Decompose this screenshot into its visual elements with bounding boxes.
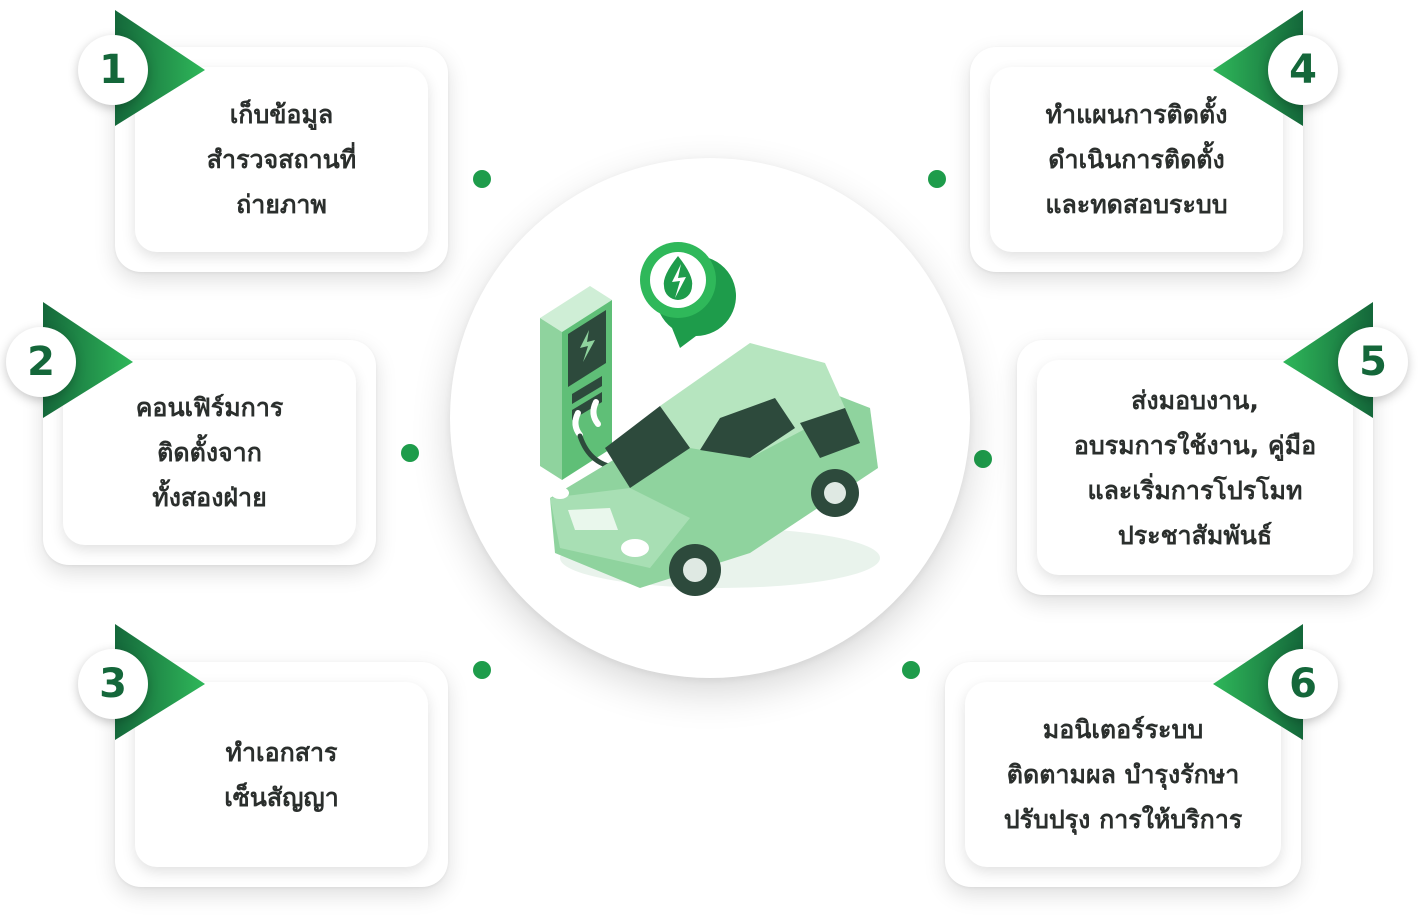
step-2-line-1: คอนเฟิร์มการ [135, 393, 284, 422]
step-card-5-inner: ส่งมอบงาน, อบรมการใช้งาน, คู่มือ และเริ่… [1037, 360, 1353, 575]
step-card-3: ทำเอกสาร เซ็นสัญญา [115, 662, 448, 887]
step-1-line-1: เก็บข้อมูล [229, 100, 334, 129]
step-2-line-3: ทั้งสองฝ่าย [152, 483, 267, 512]
step-5-line-3: และเริ่มการโปรโมท [1087, 475, 1303, 505]
connector-dot-6 [902, 661, 920, 679]
step-4-line-3: และทดสอบระบบ [1045, 190, 1228, 219]
center-illustration-circle [450, 158, 970, 678]
step-3-line-1: ทำเอกสาร [225, 737, 338, 767]
step-card-2: คอนเฟิร์มการ ติดตั้งจาก ทั้งสองฝ่าย [43, 340, 376, 565]
step-card-6: มอนิเตอร์ระบบ ติดตามผล บำรุงรักษา ปรับปร… [945, 662, 1301, 887]
connector-dot-1 [473, 170, 491, 188]
step-card-5: ส่งมอบงาน, อบรมการใช้งาน, คู่มือ และเริ่… [1017, 340, 1373, 595]
car-icon [550, 343, 880, 596]
step-6-line-2: ติดตามผล บำรุงรักษา [1006, 760, 1240, 789]
step-1-line-3: ถ่ายภาพ [236, 190, 327, 219]
step-6-line-3: ปรับปรุง การให้บริการ [1003, 805, 1243, 834]
step-card-1-inner: เก็บข้อมูล สำรวจสถานที่ ถ่ายภาพ [135, 67, 428, 252]
step-5-line-2: อบรมการใช้งาน, คู่มือ [1073, 430, 1317, 460]
step-4-line-1: ทำแผนการติดตั้ง [1045, 100, 1228, 129]
connector-dot-5 [974, 450, 992, 468]
step-1-line-2: สำรวจสถานที่ [206, 145, 357, 174]
ev-charging-illustration [540, 242, 880, 596]
connector-dot-4 [928, 170, 946, 188]
connector-dot-3 [473, 661, 491, 679]
step-6-line-1: มอนิเตอร์ระบบ [1042, 715, 1204, 744]
step-card-1: เก็บข้อมูล สำรวจสถานที่ ถ่ายภาพ [115, 47, 448, 272]
step-card-4: ทำแผนการติดตั้ง ดำเนินการติดตั้ง และทดสอ… [970, 47, 1303, 272]
step-3-line-2: เซ็นสัญญา [224, 782, 339, 812]
step-card-4-inner: ทำแผนการติดตั้ง ดำเนินการติดตั้ง และทดสอ… [990, 67, 1283, 252]
lightning-drop-pin-icon [640, 242, 736, 348]
step-card-3-inner: ทำเอกสาร เซ็นสัญญา [135, 682, 428, 867]
step-2-line-2: ติดตั้งจาก [157, 438, 262, 467]
step-card-2-inner: คอนเฟิร์มการ ติดตั้งจาก ทั้งสองฝ่าย [63, 360, 356, 545]
step-5-line-4: ประชาสัมพันธ์ [1117, 520, 1273, 550]
step-4-line-2: ดำเนินการติดตั้ง [1048, 145, 1225, 174]
connector-dot-2 [401, 444, 419, 462]
ev-charging-station-icon [540, 286, 623, 480]
step-5-line-1: ส่งมอบงาน, [1131, 385, 1259, 415]
step-card-6-inner: มอนิเตอร์ระบบ ติดตามผล บำรุงรักษา ปรับปร… [965, 682, 1281, 867]
